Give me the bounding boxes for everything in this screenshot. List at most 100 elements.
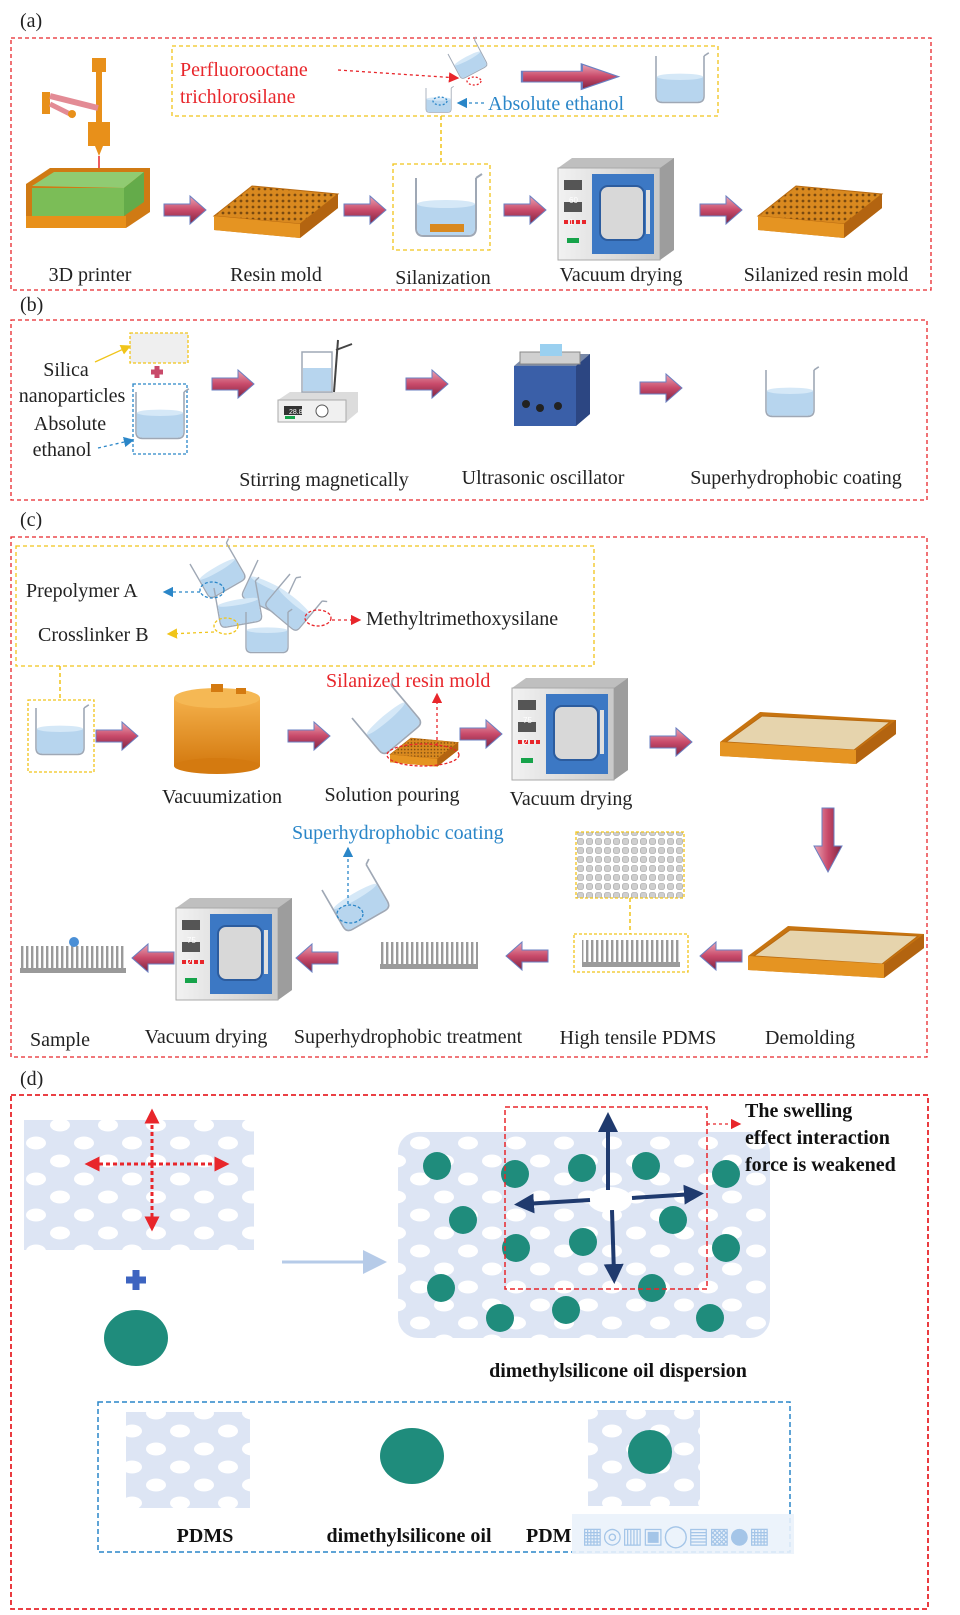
- coating-label-c: Superhydrophobic coating: [292, 822, 504, 844]
- silica-label: Silica: [43, 359, 89, 381]
- oven-c1-time: 2: [523, 738, 528, 747]
- step-high-tensile-pdms: High tensile PDMS: [560, 1027, 717, 1049]
- arrow-b3: [639, 373, 683, 403]
- step-silanized-resin-mold: Silanized resin mold: [744, 264, 908, 286]
- swelling-arrows-icon: [514, 1112, 704, 1284]
- swelling-line-2: effect interaction: [745, 1127, 890, 1149]
- arrow-down-c: [813, 807, 843, 874]
- crosslinker-label: Crosslinker B: [38, 624, 149, 646]
- step-vacuum-drying-c1: Vacuum drying: [510, 788, 633, 810]
- legend-pdms-swatch: [126, 1412, 250, 1508]
- step-resin-mold: Resin mold: [230, 264, 322, 286]
- stretch-arrows-icon: [84, 1108, 230, 1232]
- step-vacuum-drying-a: Vacuum drying: [560, 264, 683, 286]
- oven-c2-temp: 75: [187, 936, 196, 945]
- sample-pillars-icon: [20, 946, 126, 968]
- demolding-tray-icon: [747, 925, 925, 979]
- step-silanization: Silanization: [395, 267, 491, 289]
- step-superhydrophobic-coating: Superhydrophobic coating: [690, 467, 902, 489]
- plus-icon-b: [151, 366, 163, 378]
- vacuum-tank-icon: [174, 684, 260, 774]
- step-ultrasonic: Ultrasonic oscillator: [462, 467, 625, 489]
- silanized-mold-icon: [757, 185, 883, 239]
- arrow-a2: [343, 195, 387, 225]
- dispersion-label: dimethylsilicone oil dispersion: [489, 1360, 747, 1382]
- treated-base: [380, 964, 478, 969]
- sample-base: [20, 968, 126, 973]
- step-sample: Sample: [30, 1029, 90, 1051]
- arrow-c6: [505, 941, 549, 971]
- coating-beaker-icon: [765, 365, 820, 418]
- nanoparticles-label: nanoparticles: [19, 385, 126, 407]
- silanized-mold-label: Silanized resin mold: [326, 670, 490, 692]
- oven-a-time: 1: [569, 218, 574, 227]
- silica-pointer: [94, 345, 132, 363]
- mold-marker: [386, 743, 460, 767]
- vacuum-oven-c1-icon: [511, 677, 629, 781]
- silica-powder-icon: [129, 332, 189, 364]
- ethanol-pointer-b: [97, 436, 135, 449]
- absolute-label: Absolute: [34, 413, 106, 435]
- water-droplet-icon: [69, 937, 79, 947]
- coating-pour-beaker-icon: [319, 858, 397, 934]
- trichlorosilane-label: trichlorosilane: [180, 86, 296, 108]
- 3d-printer-icon: [26, 58, 150, 228]
- absolute-ethanol-label: Absolute ethanol: [488, 93, 625, 115]
- arrow-c7: [295, 943, 339, 973]
- swelling-line-1: The swelling: [745, 1100, 852, 1122]
- crosslinker-marker: [213, 617, 239, 635]
- zoom-region-box: [504, 1106, 708, 1290]
- arrow-c3: [459, 719, 503, 749]
- panel-c-tag: (c): [20, 509, 42, 531]
- panel-b-tag: (b): [20, 294, 43, 316]
- pdms-pillars-icon: [582, 940, 680, 962]
- arrow-c5: [699, 941, 743, 971]
- vacuum-oven-c2-icon: [175, 897, 293, 1001]
- crosslinker-pointer: [166, 628, 215, 639]
- step-vacuumization: Vacuumization: [162, 786, 282, 808]
- panel-c-frame: [10, 536, 928, 1058]
- step-solution-pouring: Solution pouring: [324, 784, 459, 806]
- pdms-base: [582, 962, 680, 967]
- plus-icon-d: [126, 1270, 146, 1290]
- perfluoro-pointer: [337, 69, 460, 83]
- panel-a-frame: [10, 37, 932, 291]
- step-3d-printer: 3D printer: [49, 264, 132, 286]
- step-superhydrophobic-treatment: Superhydrophobic treatment: [294, 1026, 523, 1048]
- legend-box: [97, 1401, 791, 1553]
- step-vacuum-drying-c2: Vacuum drying: [145, 1026, 268, 1048]
- arrow-c2: [287, 721, 331, 751]
- silane-solution-box: [171, 45, 719, 117]
- arrow-c8: [131, 943, 175, 973]
- legend-pdms: PDMS: [177, 1525, 234, 1547]
- ethanol-label: ethanol: [33, 439, 92, 461]
- silanization-box: [392, 163, 491, 251]
- vacuum-oven-icon: [557, 157, 675, 261]
- tilted-beaker-icon: [446, 36, 492, 81]
- three-beakers-icon: [187, 537, 328, 654]
- arrow-b1: [211, 369, 255, 399]
- ultrasonic-oscillator-icon: [514, 344, 590, 426]
- oven-c2-time: 2: [187, 958, 192, 967]
- arrow-a4: [699, 195, 743, 225]
- swollen-pore: [588, 1187, 632, 1213]
- svg-text:▦◎▥▣◯▤▩●▦: ▦◎▥▣◯▤▩●▦: [582, 1524, 770, 1549]
- arrow-c1: [95, 721, 139, 751]
- step-stirring: Stirring magnetically: [239, 469, 408, 491]
- drop-marker: [466, 76, 482, 86]
- oven-c1-temp: 75: [523, 716, 532, 725]
- mix-arrow: [520, 62, 620, 91]
- panel-b-frame: [10, 319, 928, 501]
- oven-a-temp: 60: [569, 196, 578, 205]
- ethanol-beaker-icon: [135, 387, 190, 440]
- legend-combo: PDM: [526, 1525, 572, 1547]
- small-beaker-icon: [425, 85, 455, 113]
- legend-combo-droplet: [628, 1430, 672, 1474]
- stirrer-readout: 28.8: [289, 409, 303, 416]
- prepolymer-label: Prepolymer A: [26, 580, 138, 602]
- ethanol-marker: [432, 96, 448, 106]
- oil-droplets-group: [423, 1152, 740, 1332]
- panel-d-frame: [10, 1094, 929, 1610]
- mixture-box: [27, 699, 95, 773]
- prepolymer-marker: [199, 581, 225, 599]
